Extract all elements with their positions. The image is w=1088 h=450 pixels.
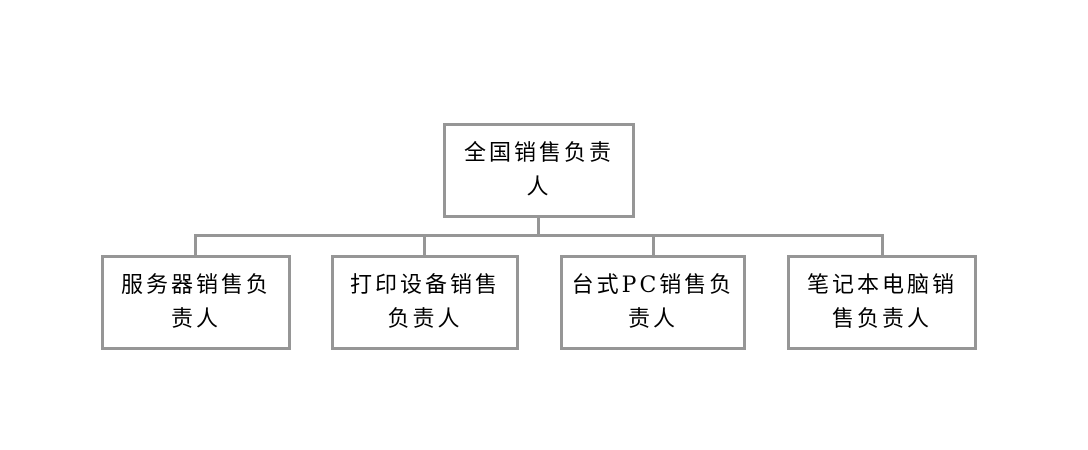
connector-drop-laptop-sales: [881, 234, 884, 255]
org-node-printing-equipment-sales: 打印设备销售 负责人: [331, 255, 519, 350]
connector-bus: [194, 234, 884, 237]
node-label-line: 全国销售负责: [463, 140, 614, 166]
node-label-line: 笔记本电脑销: [806, 272, 957, 298]
node-label-line: 打印设备销售: [349, 272, 500, 298]
node-label-line: 售负责人: [831, 306, 932, 332]
org-node-laptop-sales: 笔记本电脑销 售负责人: [787, 255, 977, 350]
node-label-line: 台式PC销售负: [571, 272, 735, 298]
org-node-national-sales: 全国销售负责 人: [443, 123, 635, 218]
org-node-desktop-pc-sales: 台式PC销售负 责人: [560, 255, 746, 350]
connector-drop-desktop-pc-sales: [652, 234, 655, 255]
org-node-server-sales: 服务器销售负 责人: [101, 255, 291, 350]
node-label-line: 负责人: [387, 306, 463, 332]
node-label-line: 责人: [627, 306, 678, 332]
connector-drop-printing-equipment-sales: [423, 234, 426, 255]
node-label-line: 人: [526, 174, 552, 200]
connector-drop-server-sales: [194, 234, 197, 255]
connector-root-stem: [537, 217, 540, 237]
node-label-line: 责人: [170, 306, 221, 332]
node-label-line: 服务器销售负: [120, 272, 271, 298]
